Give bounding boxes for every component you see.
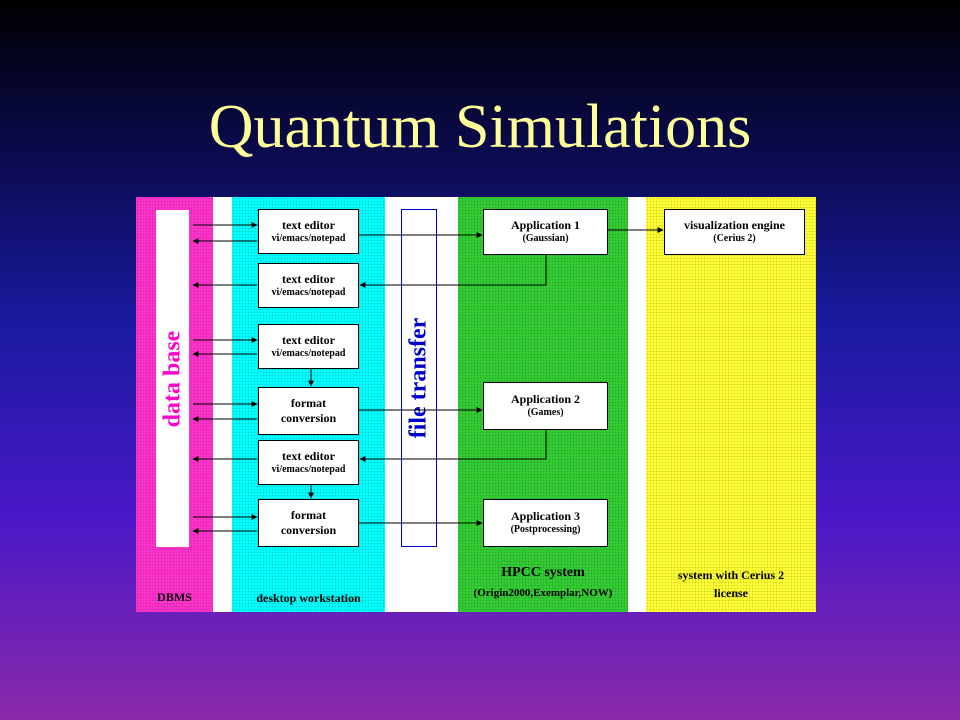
box-title: text editor: [282, 271, 335, 286]
box-subtitle: (Postprocessing): [510, 524, 581, 536]
arrow-app-2-to-editor-5: [359, 430, 547, 462]
box-title: visualization engine: [683, 218, 785, 233]
box-subtitle: vi/emacs/notepad: [271, 286, 346, 298]
box-title: format: [290, 396, 327, 410]
text-editor-box: text editor vi/emacs/notepad: [258, 263, 359, 308]
desktop-label: desktop workstation: [256, 591, 361, 605]
dbms-label: DBMS: [157, 590, 192, 604]
hpcc-label: HPCC system: [501, 565, 585, 580]
box-subtitle: (Games): [527, 407, 564, 419]
box-title: text editor: [282, 448, 335, 463]
visualization-engine-box: visualization engine (Cerius 2): [664, 209, 805, 255]
box-title: text editor: [282, 332, 335, 347]
workflow-diagram: data base DBMS desktop workstation file …: [136, 197, 816, 612]
box-subtitle: conversion: [280, 523, 337, 537]
box-title: text editor: [282, 217, 335, 232]
cerius-label-line1: system with Cerius 2: [677, 568, 785, 582]
file-transfer-box: file transfer: [401, 209, 437, 547]
box-title: Application 1: [510, 218, 580, 233]
text-editor-box: text editor vi/emacs/notepad: [258, 209, 359, 254]
application-2-box: Application 2 (Games): [483, 382, 608, 430]
format-conversion-box: format conversion: [258, 387, 359, 435]
database-box: data base: [156, 210, 189, 547]
slide-title: Quantum Simulations: [208, 93, 752, 161]
format-conversion-box: format conversion: [258, 499, 359, 547]
box-subtitle: vi/emacs/notepad: [271, 463, 346, 475]
application-3-box: Application 3 (Postprocessing): [483, 499, 608, 547]
flow-arrows: [192, 222, 664, 534]
box-subtitle: (Cerius 2): [713, 233, 756, 245]
arrow-app-1-to-editor-2: [359, 255, 547, 288]
box-title: Application 3: [510, 509, 580, 524]
box-subtitle: (Gaussian): [522, 233, 569, 245]
box-title: Application 2: [510, 392, 580, 407]
box-title: format: [290, 508, 327, 522]
box-subtitle: vi/emacs/notepad: [271, 232, 346, 244]
box-subtitle: conversion: [280, 411, 337, 425]
cerius-zone: system with Cerius 2 license: [646, 197, 816, 612]
box-subtitle: vi/emacs/notepad: [271, 347, 346, 359]
text-editor-box: text editor vi/emacs/notepad: [258, 440, 359, 485]
cerius-label-line2: license: [714, 586, 748, 600]
application-1-box: Application 1 (Gaussian): [483, 209, 608, 255]
text-editor-box: text editor vi/emacs/notepad: [258, 324, 359, 369]
hpcc-sublabel: (Origin2000,Exemplar,NOW): [473, 587, 613, 599]
